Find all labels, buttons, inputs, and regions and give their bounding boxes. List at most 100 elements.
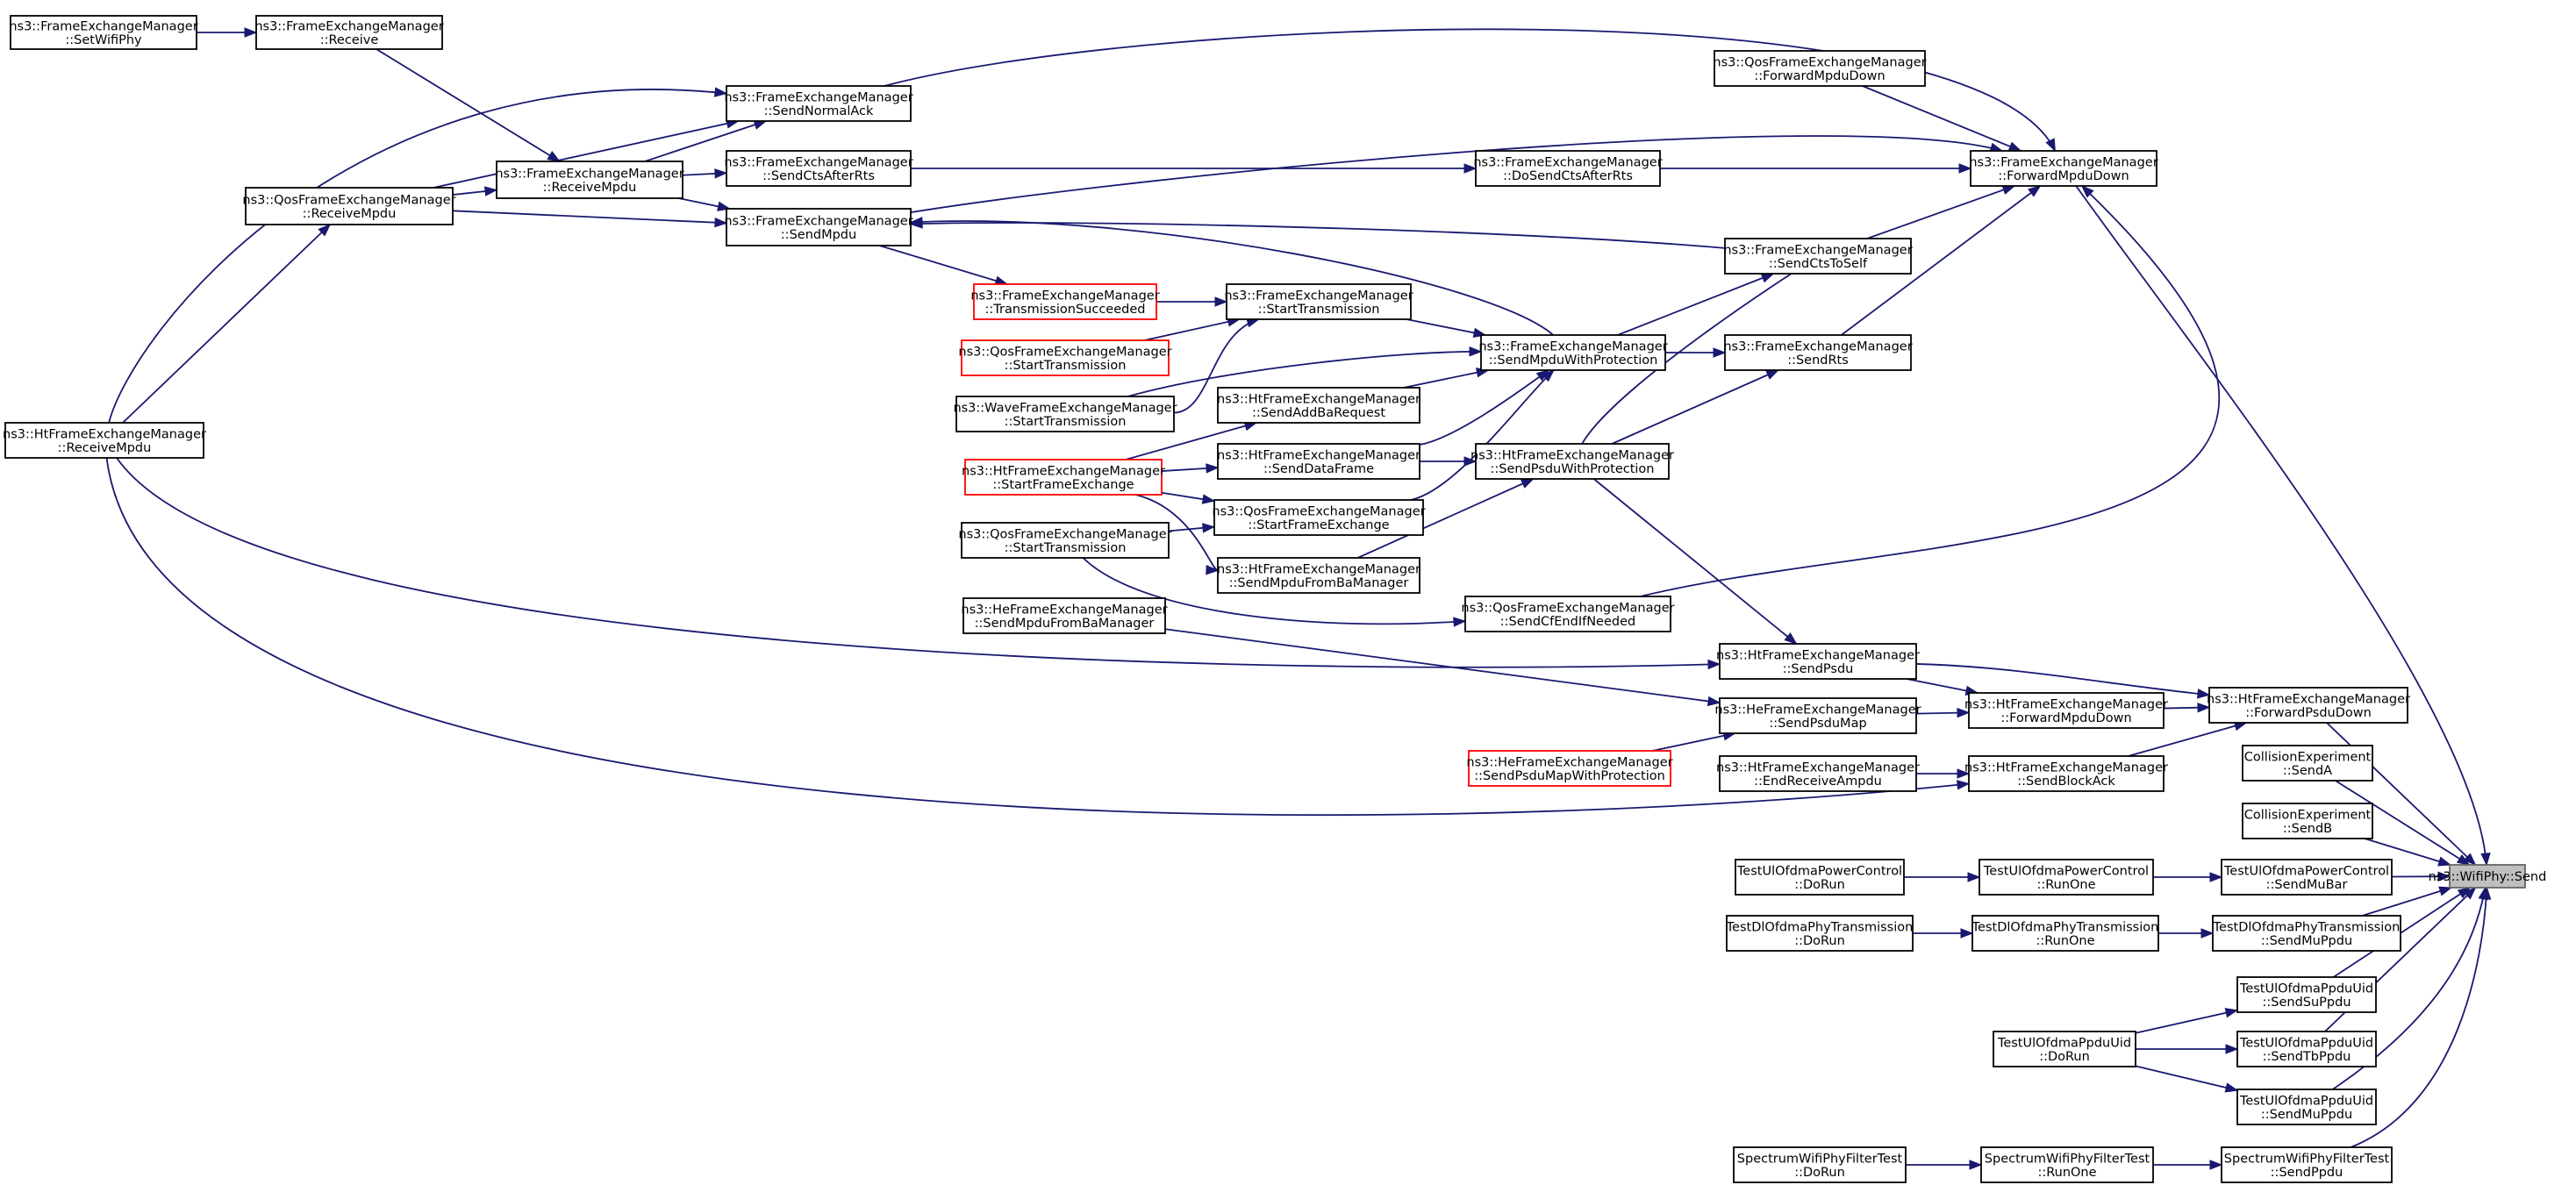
node-n-sendpsduwithprot[interactable]: ns3::HtFrameExchangeManager::SendPsduWit… <box>1470 443 1674 480</box>
node-n-ht-receivempdu[interactable]: ns3::HtFrameExchangeManager::ReceiveMpdu <box>3 422 206 459</box>
node-box[interactable] <box>4 422 204 459</box>
node-box[interactable] <box>1970 150 2157 187</box>
node-n-qos-forwardmpdudown[interactable]: ns3::QosFrameExchangeManager::ForwardMpd… <box>1713 50 1927 87</box>
node-n-he-sendmpdufromba[interactable]: ns3::HeFrameExchangeManager::SendMpduFro… <box>961 597 1168 634</box>
node-box[interactable] <box>2449 864 2526 889</box>
node-n-ht-forwardmpdudown[interactable]: ns3::HtFrameExchangeManager::ForwardMpdu… <box>1964 692 2168 729</box>
node-box[interactable] <box>1968 755 2165 792</box>
node-n-fem-forwardmpdudown[interactable]: ns3::FrameExchangeManager::ForwardMpduDo… <box>1969 150 2158 187</box>
node-n-swpf-sendppdu[interactable]: SpectrumWifiPhyFilterTest::SendPpdu <box>2221 1146 2393 1183</box>
node-box[interactable] <box>961 339 1170 376</box>
node-box[interactable] <box>2212 915 2401 952</box>
node-n-qos-receivempdu[interactable]: ns3::QosFrameExchangeManager::ReceiveMpd… <box>242 187 456 225</box>
node-n-ht-startframeexchange[interactable]: ns3::HtFrameExchangeManager::StartFrameE… <box>962 459 1165 496</box>
node-box[interactable] <box>1724 238 1912 275</box>
node-box[interactable] <box>245 187 454 225</box>
node-n-ulpu-dorun[interactable]: TestUlOfdmaPpduUid::DoRun <box>1993 1031 2136 1067</box>
node-box[interactable] <box>2236 1089 2377 1125</box>
node-n-dosendctsafterrts[interactable]: ns3::FrameExchangeManager::DoSendCtsAfte… <box>1473 150 1663 187</box>
node-n-ht-forwardpsdudown[interactable]: ns3::HtFrameExchangeManager::ForwardPsdu… <box>2207 687 2410 724</box>
node-n-collision-senda[interactable]: CollisionExperiment::SendA <box>2242 745 2373 782</box>
node-n-fem-starttx[interactable]: ns3::FrameExchangeManager::StartTransmis… <box>1224 283 1413 320</box>
node-box[interactable] <box>10 15 197 50</box>
node-box[interactable] <box>2208 687 2408 724</box>
node-box[interactable] <box>1733 1146 1907 1183</box>
node-n-sendaddbarequest[interactable]: ns3::HtFrameExchangeManager::SendAddBaRe… <box>1217 387 1420 424</box>
node-box[interactable] <box>1475 443 1670 480</box>
node-n-sendmpduwithprot[interactable]: ns3::FrameExchangeManager::SendMpduWithP… <box>1478 334 1668 371</box>
node-box[interactable] <box>2242 803 2373 839</box>
node-box[interactable] <box>955 396 1175 432</box>
node-box[interactable] <box>496 161 683 199</box>
node-n-dlpt-sendmuppdu[interactable]: TestDlOfdmaPhyTransmission::SendMuPpdu <box>2212 915 2401 952</box>
node-box[interactable] <box>1980 1146 2154 1183</box>
node-box[interactable] <box>1993 1031 2136 1067</box>
node-n-ulpc-runone[interactable]: TestUlOfdmaPowerControl::RunOne <box>1979 859 2154 896</box>
node-n-ulpc-dorun[interactable]: TestUlOfdmaPowerControl::DoRun <box>1735 859 1905 896</box>
node-box[interactable] <box>1480 334 1666 371</box>
node-box[interactable] <box>964 459 1163 496</box>
node-box[interactable] <box>1468 750 1671 787</box>
node-box[interactable] <box>1726 915 1914 952</box>
node-box[interactable] <box>1464 596 1671 632</box>
node-box[interactable] <box>1979 859 2154 896</box>
node-box[interactable] <box>973 283 1157 320</box>
node-box[interactable] <box>1968 692 2165 729</box>
node-box[interactable] <box>962 597 1166 634</box>
node-box[interactable] <box>726 150 912 187</box>
node-box[interactable] <box>1714 50 1926 87</box>
node-n-qos-startframeexchange[interactable]: ns3::QosFrameExchangeManager::StartFrame… <box>1212 499 1426 536</box>
node-box[interactable] <box>726 208 912 246</box>
node-box[interactable] <box>2221 859 2393 896</box>
node-n-sendrts[interactable]: ns3::FrameExchangeManager::SendRts <box>1723 334 1913 371</box>
node-box[interactable] <box>1719 643 1917 680</box>
node-n-sendblockack[interactable]: ns3::HtFrameExchangeManager::SendBlockAc… <box>1964 755 2168 792</box>
node-box[interactable] <box>1475 150 1661 187</box>
node-n-sendnormalack[interactable]: ns3::FrameExchangeManager::SendNormalAck <box>724 85 913 122</box>
node-box[interactable] <box>255 15 443 50</box>
node-n-receive[interactable]: ns3::FrameExchangeManager::Receive <box>254 15 444 50</box>
node-n-sendctsafterrts[interactable]: ns3::FrameExchangeManager::SendCtsAfterR… <box>724 150 913 187</box>
node-box[interactable] <box>1735 859 1905 896</box>
node-n-ulpu-sendmuppdu[interactable]: TestUlOfdmaPpduUid::SendMuPpdu <box>2236 1089 2377 1125</box>
node-n-sendcfendifneeded[interactable]: ns3::QosFrameExchangeManager::SendCfEndI… <box>1461 596 1675 632</box>
node-n-dlpt-dorun[interactable]: TestDlOfdmaPhyTransmission::DoRun <box>1726 915 1914 952</box>
node-n-ht-sendmpdufromba[interactable]: ns3::HtFrameExchangeManager::SendMpduFro… <box>1217 557 1420 594</box>
node-n-senddataframe[interactable]: ns3::HtFrameExchangeManager::SendDataFra… <box>1217 443 1420 480</box>
node-n-transsucceeded[interactable]: ns3::FrameExchangeManager::TransmissionS… <box>970 283 1160 320</box>
node-box[interactable] <box>2236 976 2377 1013</box>
node-n-endreceiveampdu[interactable]: ns3::HtFrameExchangeManager::EndReceiveA… <box>1716 755 1920 792</box>
node-box[interactable] <box>1719 697 1917 734</box>
node-n-qos-starttx-red[interactable]: ns3::QosFrameExchangeManager::StartTrans… <box>958 339 1172 376</box>
node-n-he-sendpsdumap[interactable]: ns3::HeFrameExchangeManager::SendPsduMap <box>1714 697 1921 734</box>
node-n-sendmpdu[interactable]: ns3::FrameExchangeManager::SendMpdu <box>724 208 913 246</box>
node-n-swpf-dorun[interactable]: SpectrumWifiPhyFilterTest::DoRun <box>1733 1146 1907 1183</box>
node-n-dlpt-runone[interactable]: TestDlOfdmaPhyTransmission::RunOne <box>1971 915 2159 952</box>
node-box[interactable] <box>2242 745 2373 782</box>
node-n-he-sendpsdumapwithprot[interactable]: ns3::HeFrameExchangeManager::SendPsduMap… <box>1466 750 1673 787</box>
node-n-qos-starttx[interactable]: ns3::QosFrameExchangeManager::StartTrans… <box>958 522 1172 559</box>
node-n-wave-starttx[interactable]: ns3::WaveFrameExchangeManager::StartTran… <box>953 396 1177 432</box>
node-n-ht-sendpsdu[interactable]: ns3::HtFrameExchangeManager::SendPsdu <box>1716 643 1920 680</box>
node-n-ulpu-sendsuppdu[interactable]: TestUlOfdmaPpduUid::SendSuPpdu <box>2236 976 2377 1013</box>
node-box[interactable] <box>1217 443 1420 480</box>
node-n-fem-receivempdu[interactable]: ns3::FrameExchangeManager::ReceiveMpdu <box>495 161 684 199</box>
node-box[interactable] <box>1971 915 2159 952</box>
node-root[interactable]: ns3::WifiPhy::Send <box>2429 864 2547 889</box>
node-n-ulpc-sendmubar[interactable]: TestUlOfdmaPowerControl::SendMuBar <box>2221 859 2393 896</box>
node-box[interactable] <box>1217 387 1420 424</box>
node-box[interactable] <box>1719 755 1917 792</box>
node-box[interactable] <box>1226 283 1412 320</box>
node-box[interactable] <box>1213 499 1424 536</box>
node-n-swpf-runone[interactable]: SpectrumWifiPhyFilterTest::RunOne <box>1980 1146 2154 1183</box>
node-box[interactable] <box>1724 334 1912 371</box>
node-box[interactable] <box>726 85 912 122</box>
node-n-collision-sendb[interactable]: CollisionExperiment::SendB <box>2242 803 2373 839</box>
node-n-setwifiphy[interactable]: ns3::FrameExchangeManager::SetWifiPhy <box>9 15 198 50</box>
node-n-ulpu-sendtbppdu[interactable]: TestUlOfdmaPpduUid::SendTbPpdu <box>2236 1031 2377 1067</box>
node-box[interactable] <box>2221 1146 2393 1183</box>
node-box[interactable] <box>961 522 1170 559</box>
node-box[interactable] <box>2236 1031 2377 1067</box>
node-box[interactable] <box>1217 557 1420 594</box>
node-n-sendctstoself[interactable]: ns3::FrameExchangeManager::SendCtsToSelf <box>1723 238 1913 275</box>
